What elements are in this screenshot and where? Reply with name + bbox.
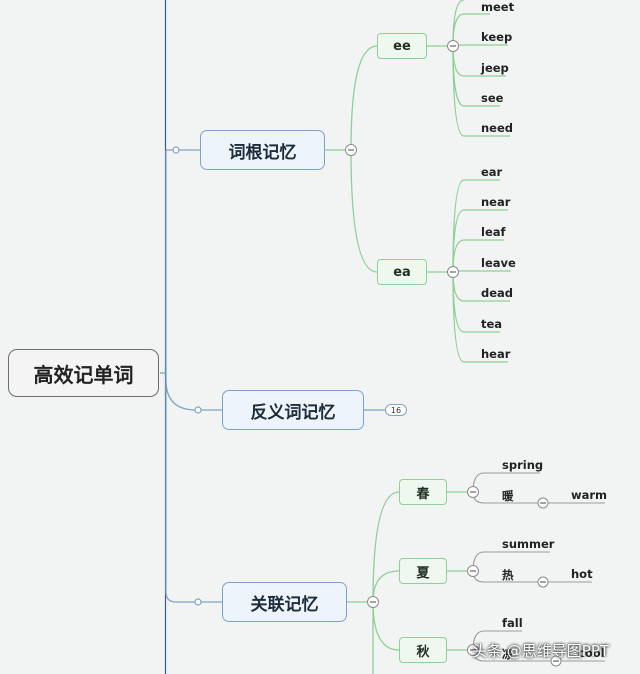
subtopic-summer[interactable]: 夏 <box>399 558 447 584</box>
subtopic-ee[interactable]: ee <box>377 33 427 59</box>
subtopic-autumn[interactable]: 秋 <box>399 637 447 663</box>
relation-hot-cn[interactable]: 热 <box>502 568 514 582</box>
word-keep[interactable]: keep <box>481 30 513 44</box>
word-fall[interactable]: fall <box>502 616 523 630</box>
topic-cigen[interactable]: 词根记忆 <box>200 130 325 170</box>
subtopic-spring[interactable]: 春 <box>399 479 447 505</box>
word-tea[interactable]: tea <box>481 317 503 331</box>
subtopic-ea[interactable]: ea <box>377 259 427 285</box>
word-spring[interactable]: spring <box>502 458 544 472</box>
word-meet[interactable]: meet <box>481 0 515 14</box>
topic-guanlian[interactable]: 关联记忆 <box>222 582 347 622</box>
word-jeep[interactable]: jeep <box>481 61 509 75</box>
topic-fanyi[interactable]: 反义词记忆 <box>222 390 364 430</box>
collapsed-count-badge[interactable]: 16 <box>385 404 407 416</box>
word-ear[interactable]: ear <box>481 165 503 179</box>
word-see[interactable]: see <box>481 91 504 105</box>
word-hear[interactable]: hear <box>481 347 511 361</box>
word-need[interactable]: need <box>481 121 514 135</box>
word-cool[interactable]: cool <box>578 646 605 660</box>
watermark: 头条 @思维导图PPT <box>472 642 610 660</box>
relation-cool-cn[interactable]: 凉 <box>502 647 514 661</box>
word-leaf[interactable]: leaf <box>481 225 506 239</box>
word-summer[interactable]: summer <box>502 537 555 551</box>
word-near[interactable]: near <box>481 195 511 209</box>
word-leave[interactable]: leave <box>481 256 516 270</box>
word-hot[interactable]: hot <box>571 567 593 581</box>
word-warm[interactable]: warm <box>571 488 608 502</box>
word-dead[interactable]: dead <box>481 286 514 300</box>
root-topic[interactable]: 高效记单词 <box>8 349 159 397</box>
relation-warm-cn[interactable]: 暖 <box>502 489 514 503</box>
